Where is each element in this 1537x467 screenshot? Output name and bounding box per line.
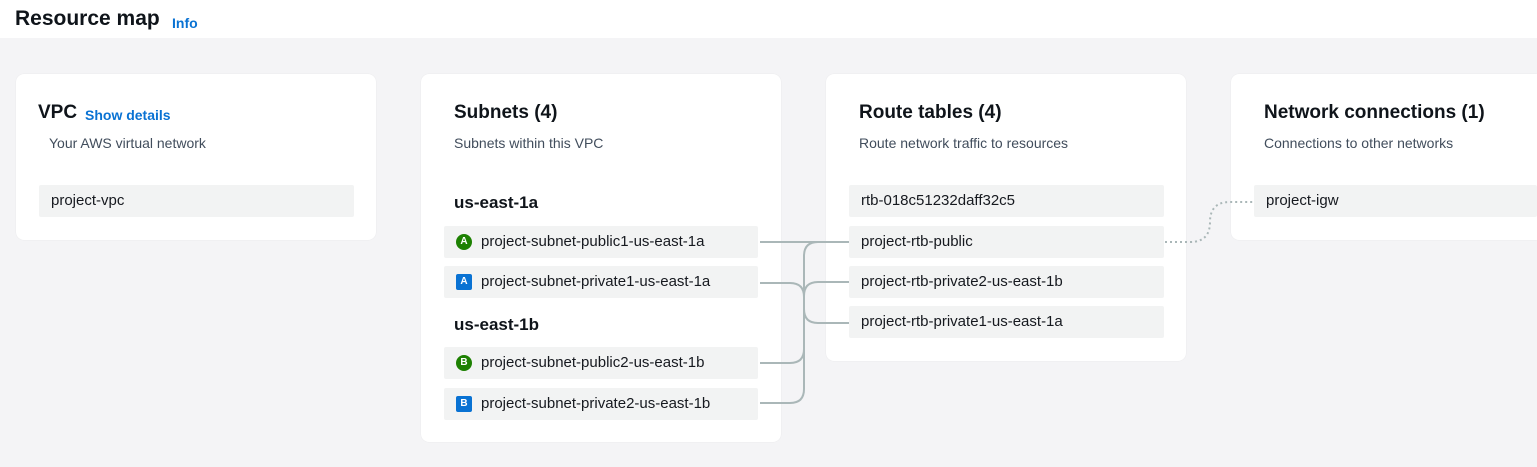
subnets-card: Subnets (4) Subnets within this VPC us-e… [421, 74, 781, 442]
info-link[interactable]: Info [172, 15, 198, 31]
page-title: Resource map [15, 7, 160, 30]
subnet-item-private2[interactable]: B project-subnet-private2-us-east-1b [444, 388, 758, 420]
route-table-item-public[interactable]: project-rtb-public [849, 226, 1164, 258]
subnets-card-subtitle: Subnets within this VPC [454, 135, 604, 151]
subnet-item-label: project-subnet-public2-us-east-1b [481, 354, 705, 371]
header-bar: Resource map Info [0, 0, 1537, 38]
vpc-card-subtitle: Your AWS virtual network [49, 135, 206, 151]
subnets-card-title: Subnets (4) [454, 102, 558, 123]
vpc-item-project-vpc[interactable]: project-vpc [39, 185, 354, 217]
public-subnet-icon: A [456, 234, 472, 250]
route-table-item-private2[interactable]: project-rtb-private2-us-east-1b [849, 266, 1164, 298]
network-connection-item-igw[interactable]: project-igw [1254, 185, 1537, 217]
route-tables-card-subtitle: Route network traffic to resources [859, 135, 1069, 151]
private-subnet-icon: A [456, 274, 472, 290]
az-heading-us-east-1a: us-east-1a [454, 193, 539, 212]
subnet-item-label: project-subnet-public1-us-east-1a [481, 233, 705, 250]
network-connection-item-label: project-igw [1266, 192, 1339, 209]
public-subnet-icon: B [456, 355, 472, 371]
route-table-item-main[interactable]: rtb-018c51232daff32c5 [849, 185, 1164, 217]
vpc-card-title: VPC [38, 102, 78, 123]
subnet-item-label: project-subnet-private2-us-east-1b [481, 395, 711, 412]
show-details-link[interactable]: Show details [85, 107, 171, 123]
subnet-item-private1[interactable]: A project-subnet-private1-us-east-1a [444, 266, 758, 298]
network-connections-card-subtitle: Connections to other networks [1264, 135, 1454, 151]
route-table-item-label: rtb-018c51232daff32c5 [861, 192, 1016, 209]
subnet-item-public2[interactable]: B project-subnet-public2-us-east-1b [444, 347, 758, 379]
route-tables-card-title: Route tables (4) [859, 102, 1002, 123]
private-subnet-icon: B [456, 396, 472, 412]
route-table-item-label: project-rtb-private2-us-east-1b [861, 273, 1063, 290]
az-heading-us-east-1b: us-east-1b [454, 315, 540, 334]
route-table-item-private1[interactable]: project-rtb-private1-us-east-1a [849, 306, 1164, 338]
route-table-item-label: project-rtb-public [861, 233, 973, 250]
subnet-item-label: project-subnet-private1-us-east-1a [481, 273, 711, 290]
subnet-item-public1[interactable]: A project-subnet-public1-us-east-1a [444, 226, 758, 258]
vpc-item-label: project-vpc [51, 192, 125, 209]
vpc-card: VPC Show details Your AWS virtual networ… [16, 74, 376, 240]
network-connections-card: Network connections (1) Connections to o… [1231, 74, 1537, 240]
route-table-item-label: project-rtb-private1-us-east-1a [861, 313, 1063, 330]
route-tables-card: Route tables (4) Route network traffic t… [826, 74, 1186, 361]
network-connections-card-title: Network connections (1) [1264, 102, 1485, 123]
